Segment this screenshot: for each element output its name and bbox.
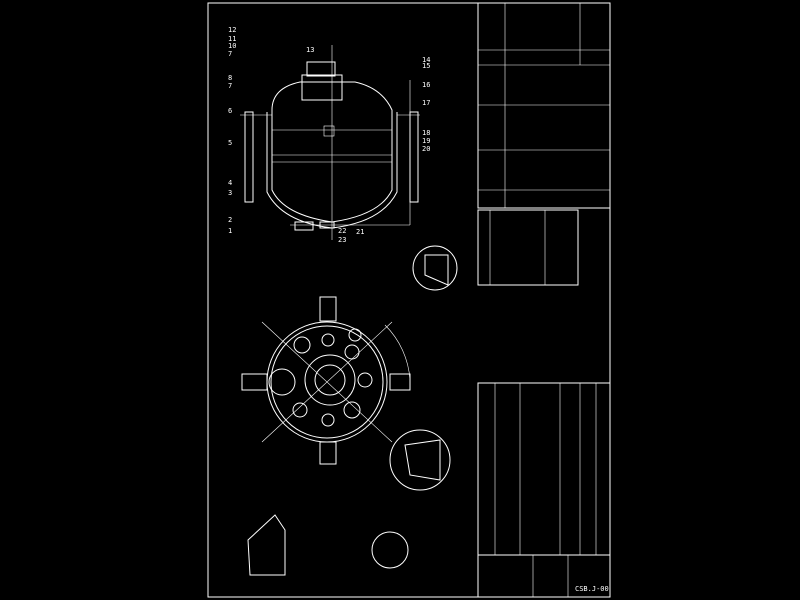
callout-10: 10 <box>228 42 236 50</box>
callout-2: 2 <box>228 216 232 224</box>
callout-11: 11 <box>228 35 236 43</box>
vessel-elevation-view <box>240 45 420 240</box>
callout-17: 17 <box>422 99 430 107</box>
drawing-number: CSB.J-00 <box>575 585 609 593</box>
callout-3: 3 <box>228 189 232 197</box>
title-block: CSB.J-00 <box>477 554 611 598</box>
detail-views <box>247 245 458 576</box>
callout-labels: 12 11 10 7 8 7 6 5 4 3 2 1 13 14 15 16 1… <box>228 26 430 244</box>
callout-6: 6 <box>228 107 232 115</box>
callout-22: 22 <box>338 227 346 235</box>
callout-21: 21 <box>356 228 364 236</box>
callout-8: 8 <box>228 74 232 82</box>
callout-7: 7 <box>228 50 232 58</box>
callout-13: 13 <box>306 46 314 54</box>
callout-20: 20 <box>422 145 430 153</box>
callout-5: 5 <box>228 139 232 147</box>
callout-1: 1 <box>228 227 232 235</box>
callout-7b: 7 <box>228 82 232 90</box>
callout-15: 15 <box>422 62 430 70</box>
callout-19: 19 <box>422 137 430 145</box>
technical-specification-table <box>477 2 611 286</box>
callout-23: 23 <box>338 236 346 244</box>
callout-4: 4 <box>228 179 232 187</box>
callout-12: 12 <box>228 26 236 34</box>
drawing-frame <box>207 2 611 598</box>
parts-list-table <box>477 382 611 556</box>
callout-14: 14 <box>422 56 430 64</box>
vessel-plan-view <box>241 296 411 465</box>
callout-16: 16 <box>422 81 430 89</box>
callout-18: 18 <box>422 129 430 137</box>
